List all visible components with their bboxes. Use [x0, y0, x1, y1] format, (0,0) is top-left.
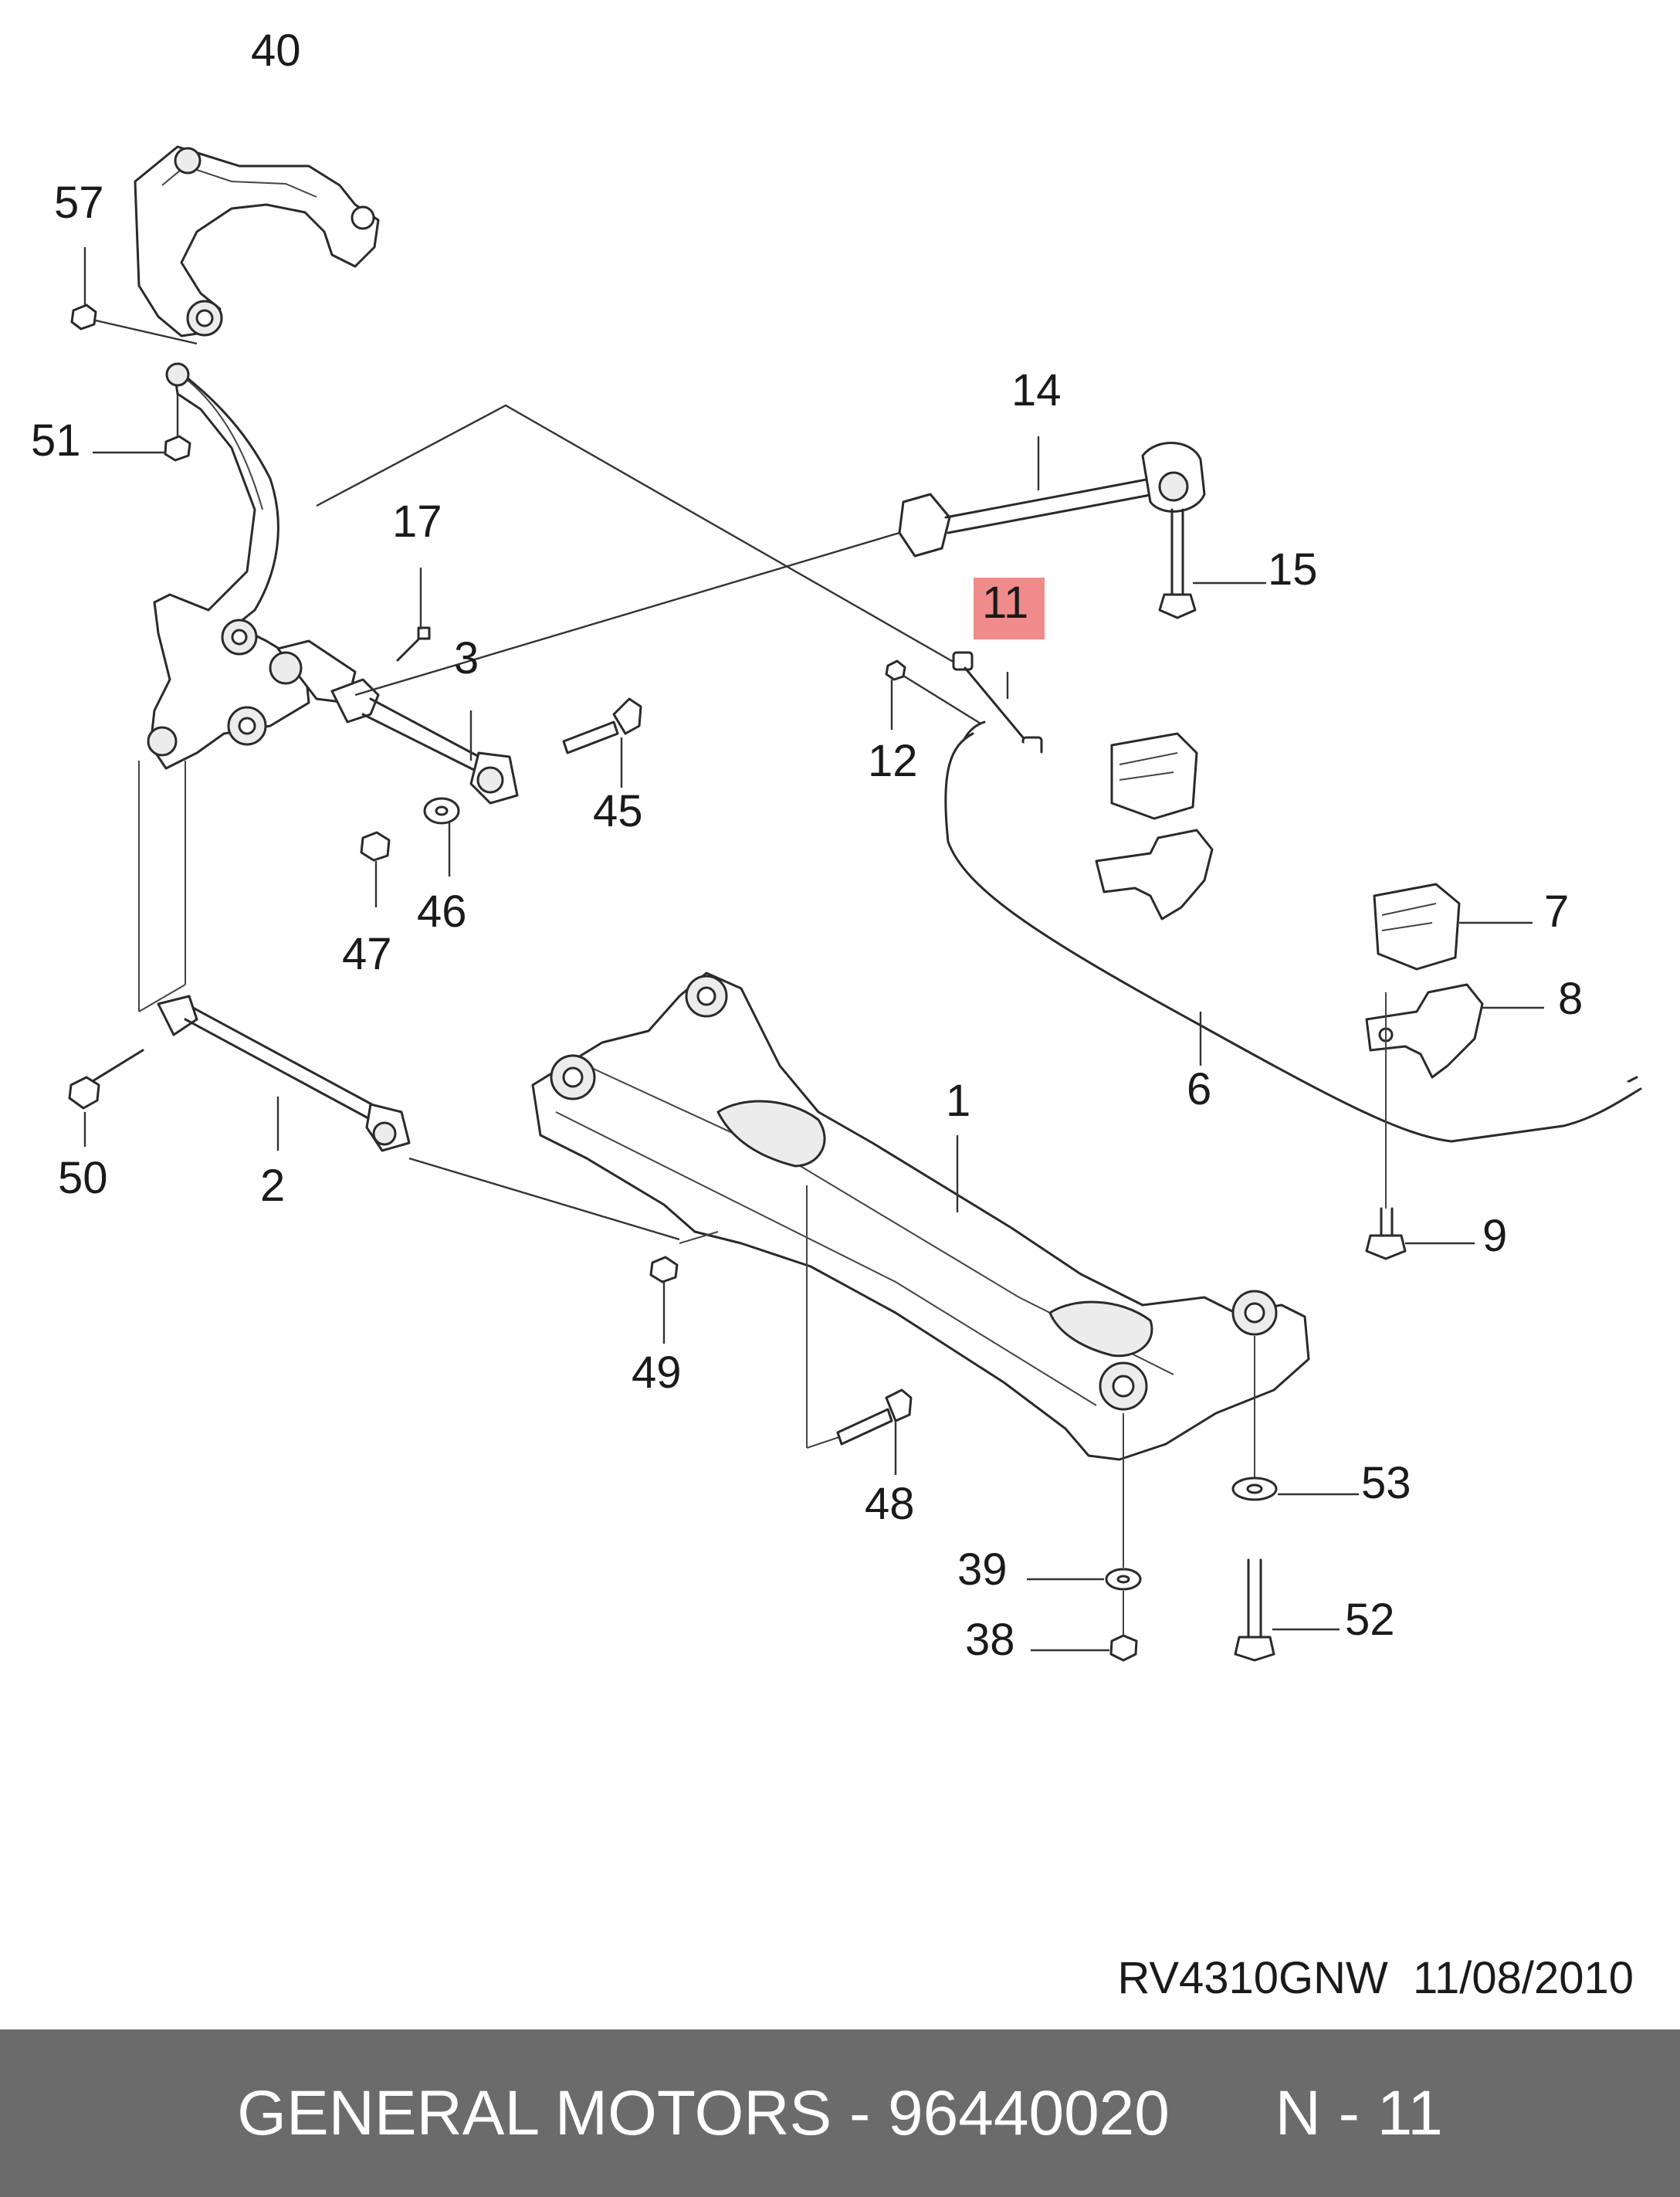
subframe-1	[531, 971, 1310, 1461]
footer-spacer	[1170, 2077, 1275, 2150]
nut-38	[1031, 1591, 1138, 1662]
callout-14: 14	[1011, 365, 1062, 415]
callout-7: 7	[1544, 887, 1569, 937]
bushing-7	[1373, 883, 1533, 971]
link-14	[898, 436, 1206, 558]
bolt-15	[1158, 508, 1266, 619]
bolt-9	[1365, 992, 1475, 1260]
callout-15: 15	[1268, 544, 1318, 595]
callout-38: 38	[965, 1615, 1015, 1665]
bracket-8	[1365, 983, 1544, 1079]
callout-45: 45	[593, 786, 643, 836]
callout-48: 48	[865, 1479, 915, 1529]
callout-50: 50	[58, 1153, 108, 1203]
lateral-link-3	[330, 678, 519, 805]
bolt-50	[68, 1049, 144, 1147]
document-code: RV4310GNW 11/08/2010	[1117, 1953, 1634, 2003]
callout-47: 47	[342, 929, 392, 979]
washer-53	[1231, 1336, 1359, 1501]
nut-49	[649, 1231, 719, 1344]
callout-57: 57	[54, 178, 104, 228]
callout-46: 46	[417, 887, 467, 937]
callout-6: 6	[1187, 1064, 1211, 1114]
callout-51: 51	[31, 415, 81, 466]
bushing-upper	[1110, 732, 1198, 820]
bolt-48	[806, 1185, 913, 1475]
washer-39	[1027, 1413, 1142, 1591]
callout-40: 40	[251, 25, 301, 76]
vertical-shaft	[138, 761, 186, 1012]
nut-57	[70, 247, 198, 345]
bolt-52	[1234, 1558, 1340, 1662]
callout-39: 39	[957, 1544, 1008, 1595]
callout-17: 17	[392, 497, 442, 547]
footer-page-ref: N - 11	[1275, 2077, 1443, 2148]
callout-2: 2	[260, 1161, 285, 1211]
nut-12	[885, 659, 985, 730]
callout-1: 1	[946, 1076, 970, 1126]
callout-52: 52	[1345, 1595, 1395, 1645]
footer-bar: GENERAL MOTORS - 96440020 N - 11	[0, 2029, 1680, 2197]
callout-9: 9	[1482, 1211, 1507, 1261]
stabilizer-bar-6	[944, 720, 1642, 1143]
knuckle	[147, 362, 357, 770]
callout-11: 11	[982, 578, 1028, 628]
nut-51	[93, 392, 191, 462]
trailing-link-2	[157, 995, 680, 1241]
bracket-upper	[1095, 829, 1214, 921]
bolt-45	[562, 697, 642, 788]
callout-53: 53	[1361, 1458, 1411, 1508]
callout-3: 3	[454, 633, 479, 683]
bolt-17	[396, 568, 431, 662]
callout-12: 12	[868, 736, 918, 786]
callout-8: 8	[1558, 974, 1583, 1024]
upper-control-arm	[134, 145, 380, 337]
washer-46	[423, 797, 460, 876]
callout-49: 49	[632, 1348, 682, 1398]
nut-47	[360, 831, 391, 907]
parts-diagram: 40 57 51 17 3 45 46 47 50 2 14 15 11 12 …	[31, 25, 1642, 1665]
highlight-box-11	[974, 578, 1045, 639]
footer-brand-part: GENERAL MOTORS - 96440020	[237, 2077, 1170, 2148]
